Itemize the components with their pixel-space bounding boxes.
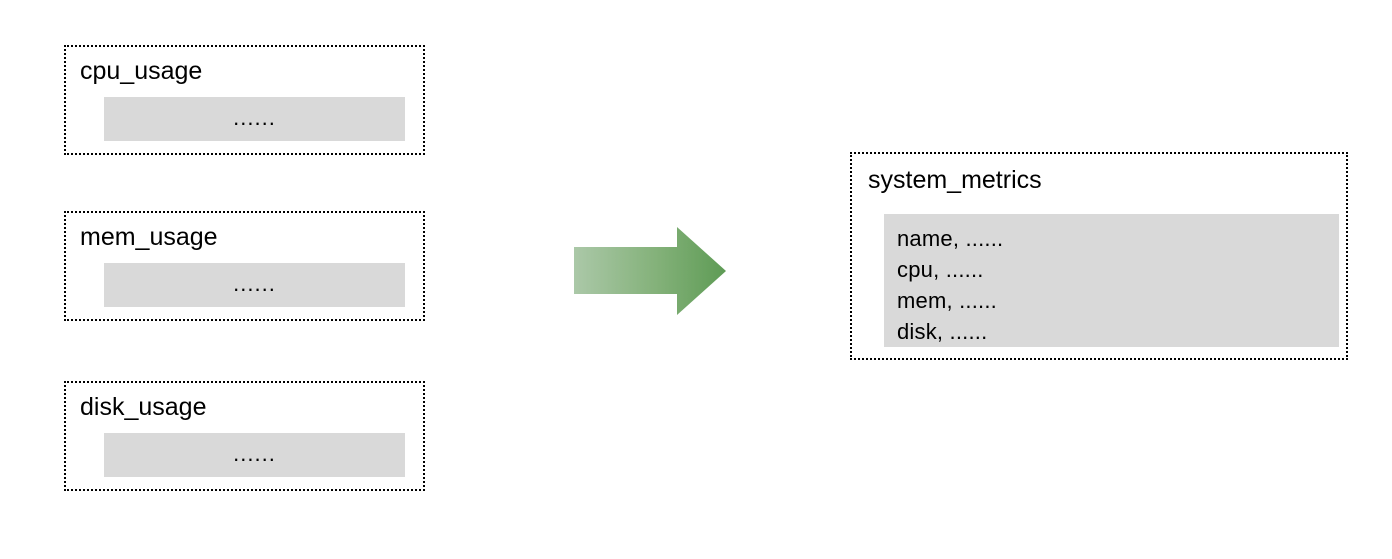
target-entity-body: name, ...... cpu, ...... mem, ...... dis… — [884, 214, 1339, 347]
source-entity-body: ...... — [104, 263, 405, 307]
target-field-row: cpu, ...... — [897, 257, 984, 282]
target-field-row: disk, ...... — [897, 319, 988, 344]
source-entity-title: cpu_usage — [80, 57, 203, 85]
source-entity-title: mem_usage — [80, 223, 218, 251]
target-field-row: mem, ...... — [897, 288, 997, 313]
target-field-row: name, ...... — [897, 226, 1004, 251]
source-entity-mem-usage[interactable]: mem_usage ...... — [64, 211, 425, 321]
source-entity-ellipsis: ...... — [233, 271, 276, 296]
flow-connector — [574, 227, 726, 315]
right-arrow-icon — [574, 227, 726, 315]
target-entity-system-metrics[interactable]: system_metrics name, ...... cpu, ...... … — [850, 152, 1348, 360]
source-entity-ellipsis: ...... — [233, 105, 276, 130]
source-entity-disk-usage[interactable]: disk_usage ...... — [64, 381, 425, 491]
source-entity-cpu-usage[interactable]: cpu_usage ...... — [64, 45, 425, 155]
target-entity-title: system_metrics — [868, 166, 1042, 194]
source-entity-body: ...... — [104, 97, 405, 141]
source-entity-ellipsis: ...... — [233, 441, 276, 466]
source-entity-title: disk_usage — [80, 393, 207, 421]
source-entity-body: ...... — [104, 433, 405, 477]
